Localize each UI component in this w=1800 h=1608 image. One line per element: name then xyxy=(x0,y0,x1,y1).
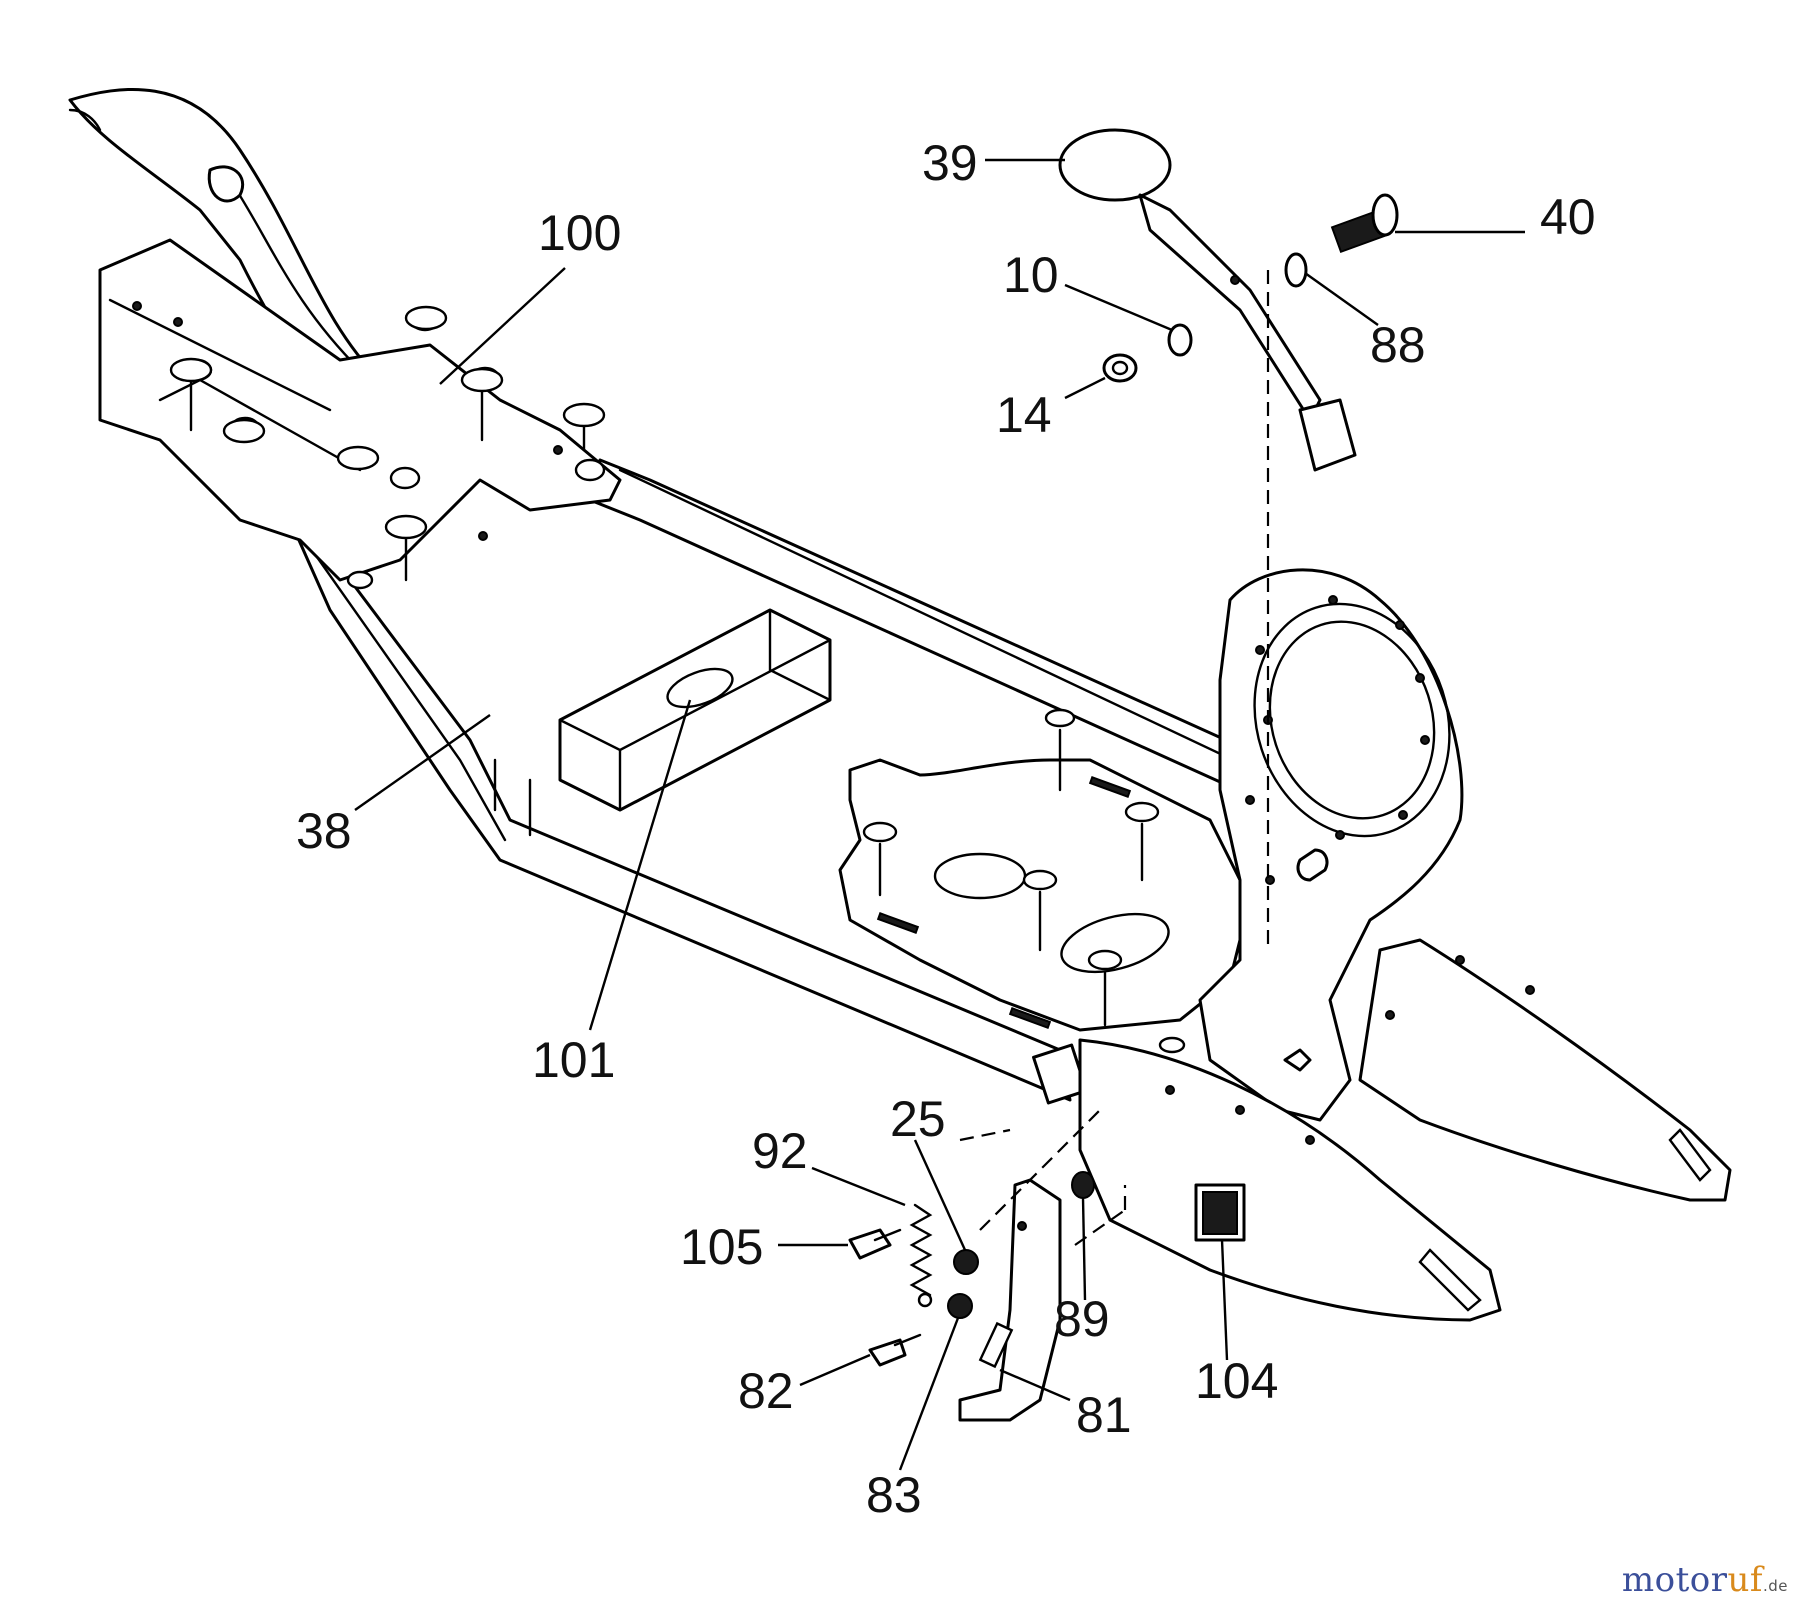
callout-39: 39 xyxy=(922,135,978,191)
callout-10: 10 xyxy=(1003,247,1059,303)
rear-blade-plate-lower xyxy=(1078,1038,1502,1322)
callout-88: 88 xyxy=(1370,317,1426,373)
watermark-tld: .de xyxy=(1762,1577,1788,1595)
bracket-81 xyxy=(958,1178,1062,1422)
rear-blade-plate-upper xyxy=(1358,938,1732,1202)
callout-82: 82 xyxy=(738,1363,794,1419)
callout-89: 89 xyxy=(1054,1291,1110,1347)
callout-100: 100 xyxy=(538,205,621,261)
bushing-10 xyxy=(1167,323,1193,357)
nut-25 xyxy=(953,1249,979,1275)
watermark-logo: motoruf.de xyxy=(1622,1560,1788,1600)
washer-88 xyxy=(1284,252,1308,288)
center-plate xyxy=(838,708,1252,1054)
bolt-82 xyxy=(868,1333,922,1367)
cross-tube xyxy=(558,608,832,812)
clip-104 xyxy=(1194,1183,1246,1242)
callout-14: 14 xyxy=(996,387,1052,443)
callout-25: 25 xyxy=(890,1091,946,1147)
brake-pedal-lever xyxy=(1058,128,1357,472)
nut-89 xyxy=(1071,1171,1095,1199)
rear-side-plate xyxy=(1198,568,1464,1122)
bolt-105 xyxy=(848,1228,902,1260)
callout-labels: 39 40 10 88 14 100 38 101 25 92 105 89 1… xyxy=(296,135,1596,1523)
callout-105: 105 xyxy=(680,1219,763,1275)
spring-92 xyxy=(909,1203,933,1308)
bolt-40 xyxy=(1330,193,1399,254)
callout-38: 38 xyxy=(296,803,352,859)
callout-83: 83 xyxy=(866,1467,922,1523)
front-cross-plate xyxy=(98,238,622,590)
leader-lines xyxy=(354,158,1525,1471)
frame-rail-left xyxy=(288,518,1088,1105)
callout-92: 92 xyxy=(752,1123,808,1179)
watermark-accent: uf xyxy=(1727,1560,1763,1600)
callout-40: 40 xyxy=(1540,189,1596,245)
nut-83 xyxy=(947,1293,973,1319)
spacer-14 xyxy=(1102,353,1138,383)
callout-81: 81 xyxy=(1076,1387,1132,1443)
watermark-main: motor xyxy=(1621,1560,1728,1600)
callout-104: 104 xyxy=(1195,1353,1278,1409)
callout-101: 101 xyxy=(532,1032,615,1088)
front-nuts xyxy=(169,305,606,582)
